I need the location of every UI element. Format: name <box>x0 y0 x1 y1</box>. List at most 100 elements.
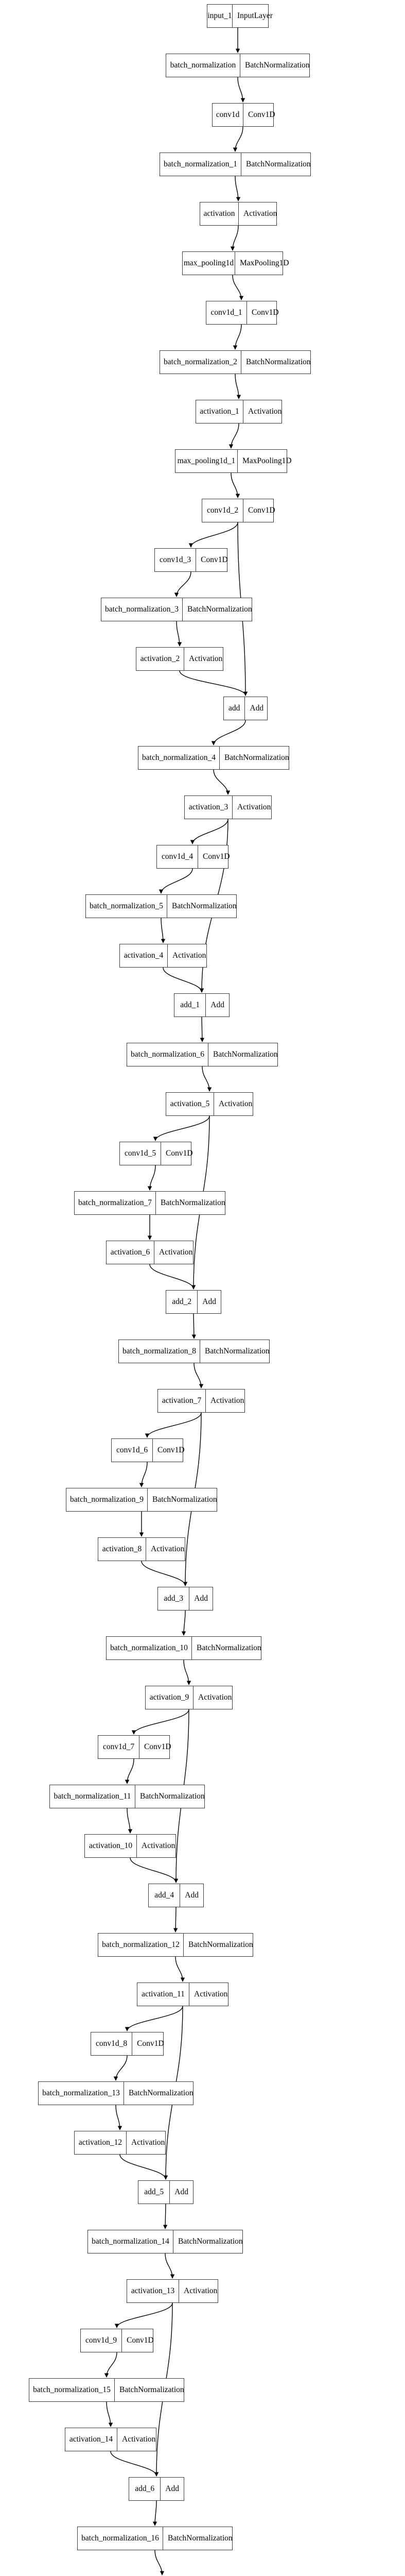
layer-class: BatchNormalization <box>213 1050 278 1059</box>
layer-name: max_pooling1d_1 <box>175 450 238 472</box>
layer-name: batch_normalization_4 <box>138 747 220 769</box>
layer-class: BatchNormalization <box>178 2237 243 2246</box>
edge-conv1d_8-to-batch_normalization_13 <box>113 2055 128 2081</box>
edge-activation_4-to-add_1 <box>163 967 204 993</box>
layer-class: Activation <box>131 2138 165 2147</box>
layer-class: Activation <box>194 1990 228 1999</box>
edge-conv1d_7-to-batch_normalization_11 <box>125 1758 134 1784</box>
layer-class: BatchNormalization <box>172 902 237 911</box>
layer-name: conv1d_6 <box>112 1439 153 1462</box>
edge-activation_1-to-max_pooling1d_1 <box>228 423 239 449</box>
layer-class: Conv1D <box>137 2039 164 2048</box>
layer-node-max_pooling1d_1[interactable]: max_pooling1d_1 MaxPooling1D <box>175 449 292 473</box>
layer-class: Add <box>165 2484 179 2494</box>
layer-name: activation_2 <box>136 648 184 670</box>
edge-activation_7-to-conv1d_6 <box>145 1412 202 1438</box>
layer-name: activation_12 <box>75 2131 127 2154</box>
layer-name: batch_normalization_3 <box>101 598 183 621</box>
edge-activation_3-to-conv1d_4 <box>190 819 228 844</box>
layer-name: batch_normalization_15 <box>29 2379 115 2401</box>
edge-activation_6-to-add_2 <box>149 1264 196 1290</box>
edge-batch_normalization_10-to-activation_9 <box>183 1659 191 1685</box>
layer-name: max_pooling1d <box>183 252 235 275</box>
layer-class: Conv1D <box>166 1149 193 1158</box>
layer-node-conv1d_6[interactable]: conv1d_6 Conv1D <box>111 1438 185 1462</box>
layer-class: Conv1D <box>248 506 275 515</box>
edge-conv1d_2-to-conv1d_3 <box>188 522 238 548</box>
edge-add-to-batch_normalization_4 <box>211 720 246 745</box>
edge-conv1d_6-to-batch_normalization_9 <box>139 1462 148 1487</box>
edge-batch_normalization_15-to-activation_14 <box>106 2401 113 2427</box>
layer-node-activation_12[interactable]: activation_12 Activation <box>74 2131 166 2155</box>
layer-name: activation_1 <box>196 400 243 423</box>
layer-name: add_1 <box>174 994 206 1016</box>
layer-class: Activation <box>198 1693 232 1702</box>
layer-class: Conv1D <box>157 1446 185 1455</box>
layer-class: Activation <box>151 1545 185 1554</box>
layer-name: activation_13 <box>127 2280 179 2302</box>
edge-conv1d_9-to-batch_normalization_15 <box>104 2352 117 2378</box>
edge-conv1d_5-to-batch_normalization_7 <box>147 1165 156 1191</box>
layer-class: Activation <box>172 951 206 960</box>
layer-class: MaxPooling1D <box>242 456 292 466</box>
edge-batch_normalization_3-to-activation_2 <box>176 621 182 647</box>
edge-add_2-to-batch_normalization_8 <box>191 1313 197 1339</box>
layer-name: add_2 <box>166 1291 198 1313</box>
edge-activation_13-to-conv1d_9 <box>114 2302 173 2328</box>
layer-name: batch_normalization_2 <box>160 351 241 374</box>
layer-name: input_1 <box>207 5 233 27</box>
edge-activation_9-to-conv1d_7 <box>131 1709 189 1735</box>
layer-name: batch_normalization_7 <box>75 1192 156 1214</box>
